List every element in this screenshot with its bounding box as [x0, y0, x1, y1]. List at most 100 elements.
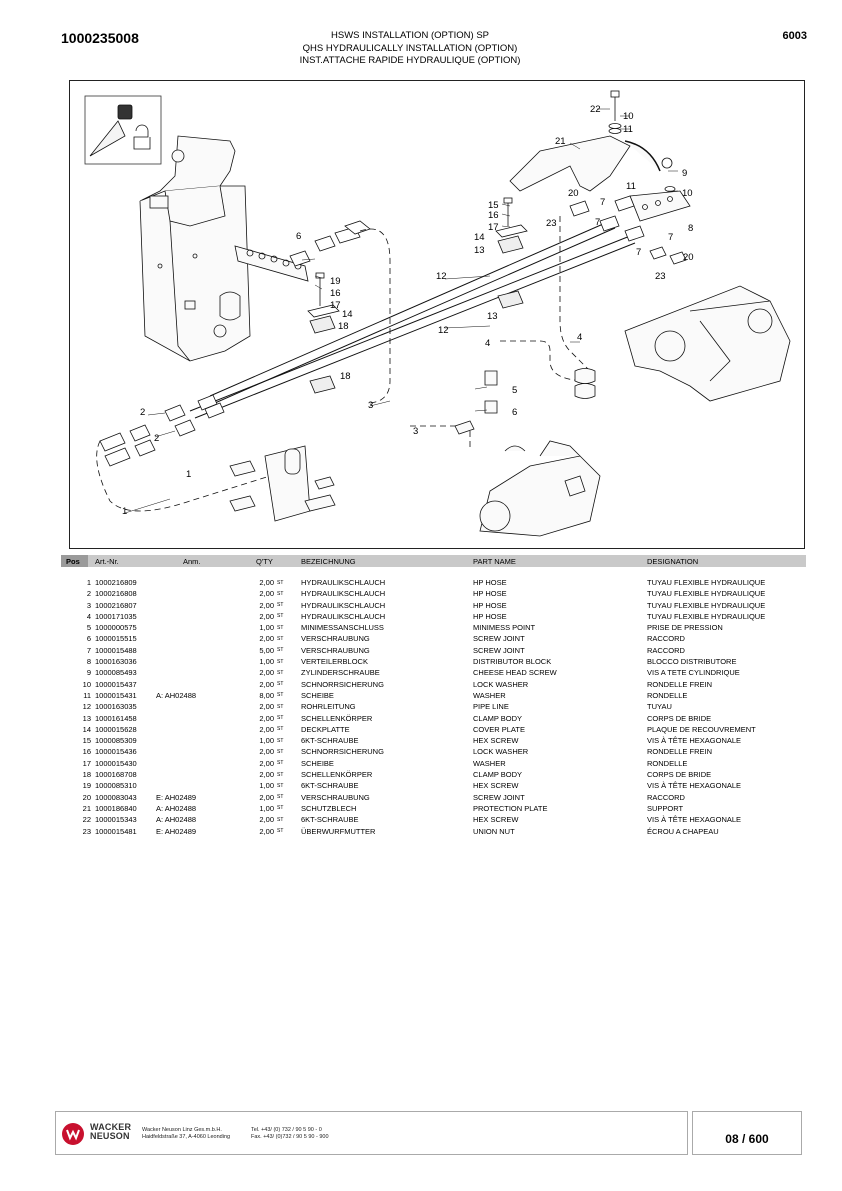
callout-label: 6 [296, 231, 301, 242]
row-bezeichnung: SCHNORRSICHERUNG [301, 747, 384, 757]
row-unit: ST [277, 771, 284, 778]
callout-label: 2 [140, 407, 145, 418]
row-pos: 15 [82, 736, 91, 746]
row-designation: BLOCCO DISTRIBUTORE [647, 657, 737, 667]
row-part-name: WASHER [473, 690, 506, 700]
column-header-part-name: PART NAME [473, 556, 516, 566]
row-designation: CORPS DE BRIDE [647, 770, 712, 780]
row-bezeichnung: SCHEIBE [301, 690, 334, 700]
callout-label: 12 [436, 271, 447, 282]
row-unit: ST [277, 726, 284, 733]
protection-plate [509, 135, 661, 192]
row-pos: 17 [82, 758, 91, 768]
row-article: 1000015628 [95, 724, 137, 734]
callout-label: 14 [342, 309, 353, 320]
row-pos: 8 [86, 657, 91, 667]
row-part-name: SCREW JOINT [473, 634, 525, 644]
row-article: 1000161458 [95, 713, 137, 723]
callout-label: 10 [623, 111, 634, 122]
callout-label: 6 [512, 407, 517, 418]
row-pos: 9 [86, 668, 91, 678]
row-designation: RONDELLE FREIN [647, 747, 713, 757]
company-address: Wacker Neuson Linz Ges.m.b.H. Haidfeldst… [142, 1127, 230, 1141]
info-pictogram-icon [84, 95, 162, 165]
parts-table-header: Pos Art.-Nr. Anm. Q'TY BEZEICHNUNG PART … [61, 555, 806, 567]
row-designation: ÉCROU A CHAPEAU [647, 826, 719, 836]
page-code: 6003 [782, 30, 807, 42]
row-bezeichnung: SCHELLENKÖRPER [301, 770, 373, 780]
title-de: HSWS INSTALLATION (OPTION) SP [331, 30, 489, 41]
row-unit: ST [277, 794, 284, 801]
row-pos: 7 [86, 645, 91, 655]
row-unit: ST [277, 782, 284, 789]
valve-block-drawing [229, 445, 336, 522]
row-part-name: LOCK WASHER [473, 747, 529, 757]
fitting-group-tank [289, 220, 371, 267]
callout-label: 10 [682, 188, 693, 199]
row-designation: CORPS DE BRIDE [647, 713, 712, 723]
callout-label: 7 [595, 217, 600, 228]
callout-labels: 22 10 11 21 9 10 20 11 7 8 15 16 17 23 7… [122, 104, 694, 517]
row-unit: ST [277, 715, 284, 722]
row-quantity: 2,00 [259, 713, 274, 723]
company-fax: Fax. +43/ (0)732 / 90 5 90 - 900 [251, 1134, 329, 1140]
callout-label: 7 [636, 247, 641, 258]
leader-lines [124, 108, 678, 514]
row-part-name: PIPE LINE [473, 702, 509, 712]
callout-label: 15 [488, 200, 499, 211]
exploded-view-drawing: 22 10 11 21 9 10 20 11 7 8 15 16 17 23 7… [69, 80, 805, 549]
row-pos: 13 [82, 713, 91, 723]
row-article: 1000085493 [95, 668, 137, 678]
logo-line-1: WACKER [90, 1122, 132, 1132]
row-quantity: 2,00 [259, 826, 274, 836]
row-article: 1000015436 [95, 747, 137, 757]
title-en: QHS HYDRAULICALLY INSTALLATION (OPTION) [302, 42, 518, 54]
row-part-name: HEX SCREW [473, 815, 519, 825]
row-bezeichnung: VERSCHRAUBUNG [301, 645, 370, 655]
row-unit: ST [277, 624, 284, 631]
row-remark: A: AH02488 [156, 803, 197, 813]
row-article: 1000015515 [95, 634, 137, 644]
callout-label: 23 [655, 271, 666, 282]
column-header-bezeichnung: BEZEICHNUNG [301, 556, 356, 566]
row-bezeichnung: DECKPLATTE [301, 724, 350, 734]
row-bezeichnung: 6KT-SCHRAUBE [301, 781, 359, 791]
callout-label: 20 [683, 252, 694, 263]
row-unit: ST [277, 828, 284, 835]
row-bezeichnung: 6KT-SCHRAUBE [301, 736, 359, 746]
row-bezeichnung: VERSCHRAUBUNG [301, 792, 370, 802]
row-unit: ST [277, 579, 284, 586]
row-designation: TUYAU FLEXIBLE HYDRAULIQUE [647, 611, 766, 621]
callout-label: 3 [368, 400, 373, 411]
callout-label: 7 [668, 232, 673, 243]
row-quantity: 1,00 [259, 781, 274, 791]
company-name: Wacker Neuson Linz Ges.m.b.H. [142, 1127, 222, 1133]
hose-3-dashed [359, 228, 471, 451]
footer: WACKER NEUSON Wacker Neuson Linz Ges.m.b… [55, 1111, 688, 1155]
row-part-name: HP HOSE [473, 578, 507, 587]
row-article: 1000163036 [95, 657, 137, 667]
row-article: 1000015481 [95, 826, 137, 836]
company-tel: Tel. +43/ (0) 732 / 90 5 90 - 0 [251, 1127, 322, 1133]
row-bezeichnung: SCHELLENKÖRPER [301, 713, 373, 723]
row-quantity: 1,00 [259, 736, 274, 746]
logo-line-2: NEUSON [90, 1131, 130, 1141]
callout-label: 1 [122, 506, 127, 517]
row-part-name: HP HOSE [473, 600, 507, 610]
row-unit: ST [277, 635, 284, 642]
row-designation: PRISE DE PRESSION [647, 623, 723, 633]
row-quantity: 2,00 [259, 668, 274, 678]
